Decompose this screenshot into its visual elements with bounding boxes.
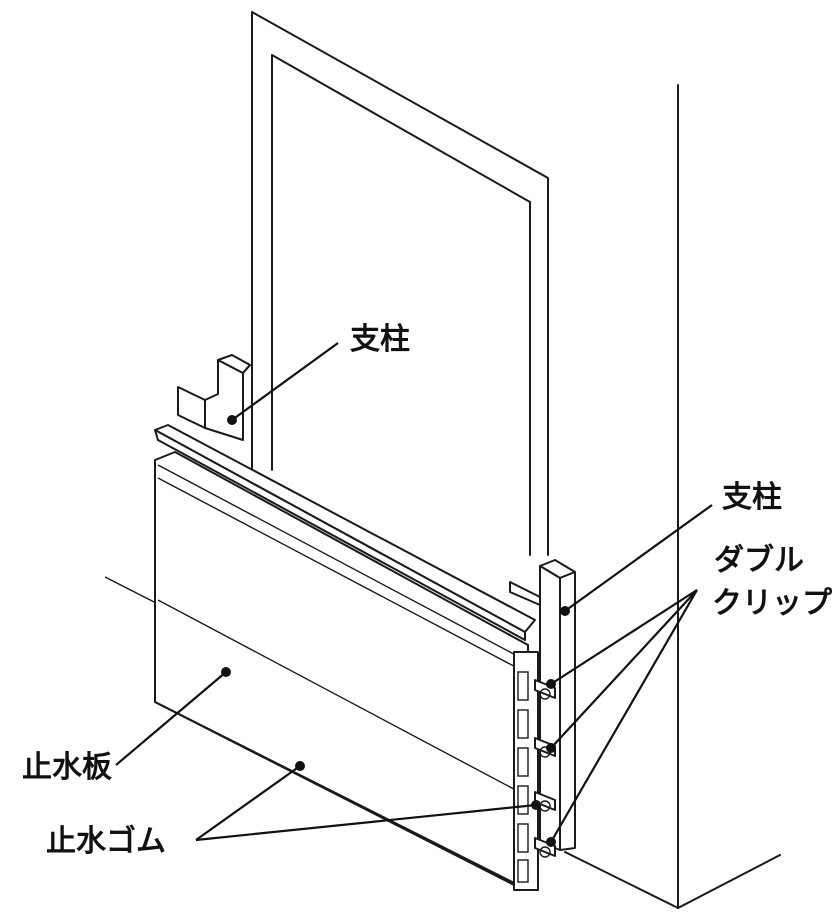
wall xyxy=(564,84,781,909)
post-right xyxy=(509,559,576,851)
leader-panel xyxy=(115,667,231,766)
label-post-right: 支柱 xyxy=(722,480,782,515)
top-rail xyxy=(154,424,536,641)
label-panel: 止水板 xyxy=(22,750,112,785)
label-rubber: 止水ゴム xyxy=(46,824,166,859)
door-frame xyxy=(251,11,549,556)
leader-post-upper xyxy=(227,342,339,425)
panel-end-profile xyxy=(513,651,539,891)
leader-double-clip xyxy=(546,589,698,847)
label-double-clip-line2: クリップ xyxy=(712,586,832,621)
label-double-clip-line1: ダブル xyxy=(714,543,804,578)
post-left xyxy=(177,354,251,441)
label-post-upper: 支柱 xyxy=(350,322,410,357)
leader-post-right xyxy=(560,504,713,616)
leader-rubber xyxy=(195,761,541,842)
